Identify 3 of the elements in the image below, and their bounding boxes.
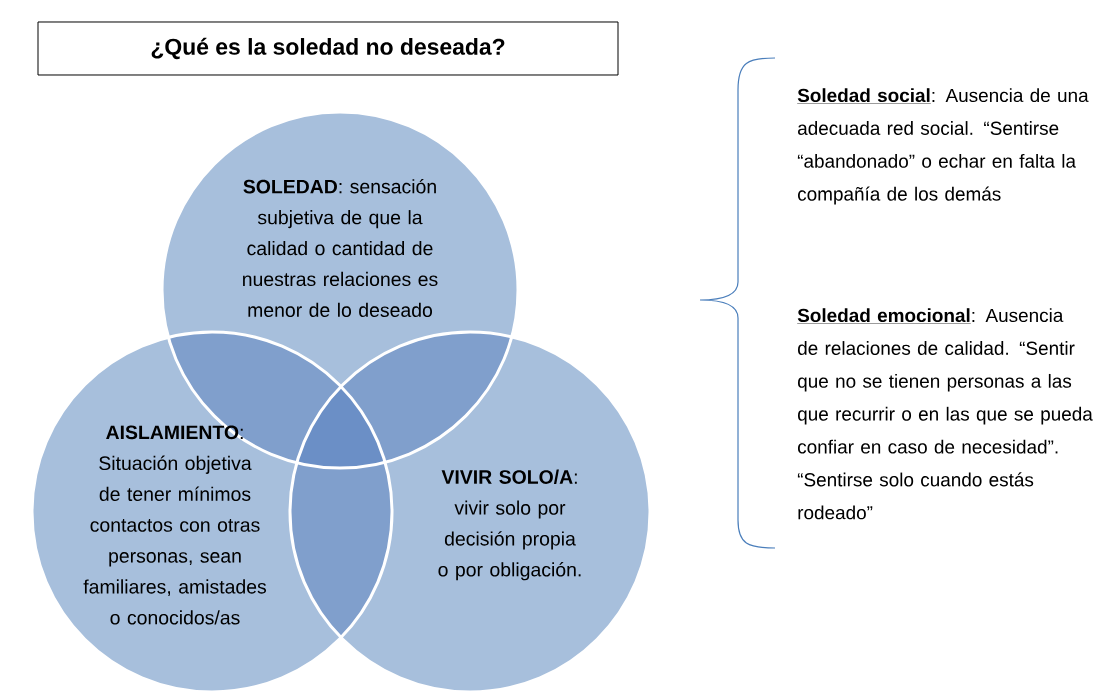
text-paragraph: Soledad social: Ausencia de una adecuada red social. “Sentirse “abandonado” o echar en falta la compañía de los demás	[797, 88, 1089, 205]
title-box: ¿Qué es la soledad no deseada?	[37, 21, 619, 76]
text-paragraph: Soledad emocional: Ausencia de relaciones de calidad. “Sentir que no se tienen personas a las que recurrir o en las que se pueda confiar en caso de necesidad”. “Sentirse solo cuando estás rodeado”	[797, 308, 1093, 520]
